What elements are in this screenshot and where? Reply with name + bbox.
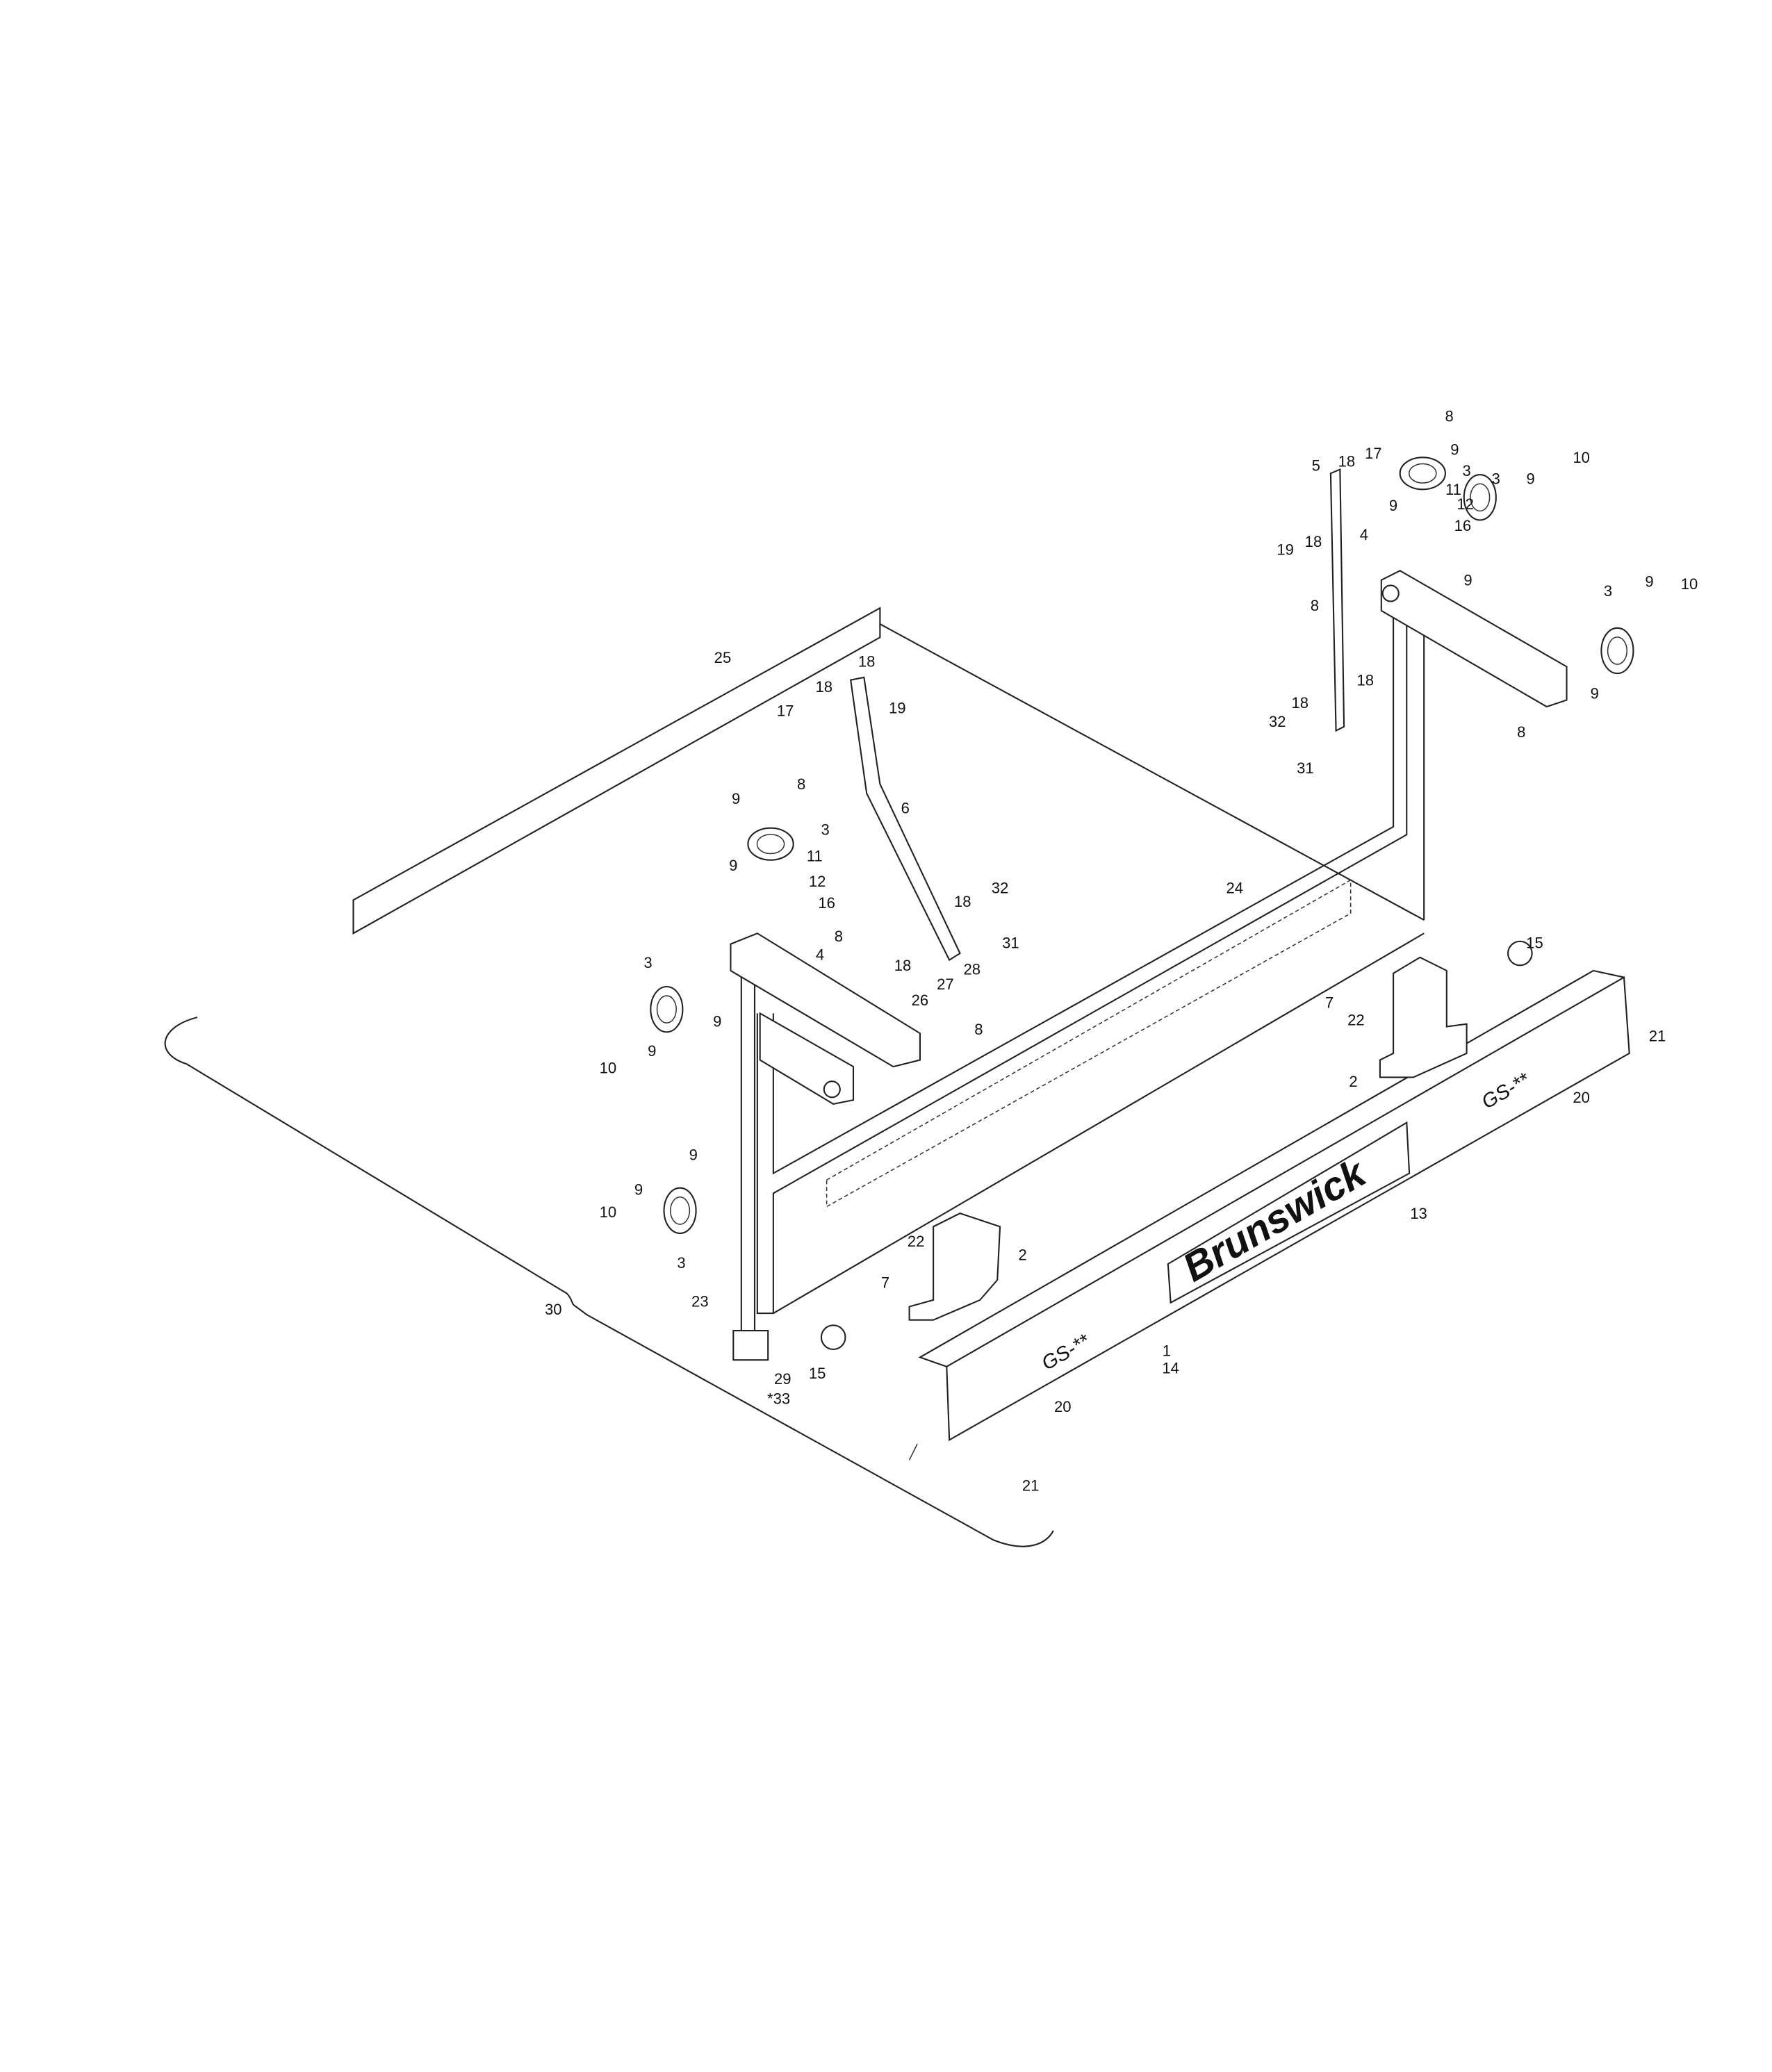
- callout-8: 8: [835, 928, 843, 945]
- callout-15: 15: [809, 1365, 826, 1382]
- callout-25: 25: [714, 649, 732, 666]
- callout-7: 7: [881, 1274, 889, 1292]
- callout-9: 9: [1389, 497, 1397, 514]
- callout-10: 10: [600, 1203, 617, 1221]
- callout-19: 19: [889, 700, 906, 717]
- callout-22: 22: [1347, 1012, 1365, 1029]
- callout-3: 3: [821, 821, 830, 838]
- callout-9: 9: [648, 1042, 656, 1060]
- panel-25: [352, 607, 881, 935]
- callout-31: 31: [1002, 934, 1019, 951]
- callout-3: 3: [643, 954, 652, 971]
- callout-21: 21: [1649, 1028, 1666, 1045]
- callout-9: 9: [634, 1181, 643, 1198]
- wheels: [650, 457, 1634, 1235]
- callout-8: 8: [1311, 597, 1319, 614]
- callout-19: 19: [1277, 541, 1294, 558]
- callout-23: 23: [691, 1293, 709, 1310]
- callout-9: 9: [1591, 685, 1599, 702]
- callout-4: 4: [1360, 526, 1368, 543]
- callout-21: 21: [1022, 1477, 1040, 1494]
- wheel-icon: [1463, 474, 1497, 521]
- callout-9: 9: [713, 1013, 721, 1030]
- callout-18: 18: [954, 893, 971, 910]
- wheel-icon: [663, 1187, 697, 1235]
- callout-3: 3: [1462, 462, 1470, 479]
- callout-16: 16: [1454, 517, 1472, 534]
- callout-9: 9: [1463, 571, 1472, 589]
- callout-10: 10: [1573, 449, 1590, 466]
- wheel-icon: [747, 827, 794, 861]
- callout-8: 8: [1445, 407, 1454, 425]
- callout-3: 3: [1604, 582, 1612, 600]
- callout-9: 9: [732, 790, 740, 807]
- callout-24: 24: [1226, 880, 1243, 897]
- callout-8: 8: [797, 775, 805, 793]
- callout-20: 20: [1054, 1398, 1072, 1415]
- callout-11: 11: [807, 848, 823, 865]
- callout-1: 1: [1163, 1342, 1171, 1359]
- callout-10: 10: [1681, 575, 1698, 593]
- callout-14: 14: [1162, 1359, 1179, 1376]
- callout-2: 2: [1349, 1073, 1357, 1090]
- base-outline-30: [164, 623, 1425, 1547]
- callout-11: 11: [1445, 481, 1461, 498]
- callout-9: 9: [1450, 441, 1459, 458]
- callout-18: 18: [1305, 533, 1322, 550]
- callout-6: 6: [901, 800, 910, 817]
- callout-7: 7: [1325, 994, 1334, 1012]
- callout-13: 13: [1410, 1205, 1427, 1222]
- brunswick-decal: [1167, 1121, 1411, 1304]
- callout-9: 9: [1645, 573, 1653, 590]
- callout-2: 2: [1019, 1246, 1027, 1263]
- callout-9: 9: [729, 857, 737, 874]
- callout-17: 17: [1365, 445, 1382, 462]
- callout-30: 30: [545, 1301, 562, 1318]
- callout-16: 16: [818, 894, 835, 912]
- wheel-icon: [1399, 457, 1446, 491]
- callout-8: 8: [974, 1021, 983, 1038]
- callout-20: 20: [1573, 1089, 1590, 1106]
- callout-18: 18: [858, 653, 876, 671]
- wheel-icon: [1600, 627, 1634, 675]
- wheel-icon: [650, 985, 684, 1033]
- callout-12: 12: [1457, 495, 1474, 513]
- callout-12: 12: [809, 873, 826, 890]
- callout-31: 31: [1297, 759, 1314, 777]
- callout-32: 32: [1269, 713, 1286, 730]
- callout-17: 17: [777, 702, 794, 720]
- callout-22: 22: [908, 1233, 925, 1250]
- callout-27: 27: [937, 976, 954, 993]
- callout-28: 28: [963, 961, 981, 978]
- callout-18: 18: [816, 678, 833, 696]
- callout-18: 18: [1338, 453, 1356, 470]
- callout-9: 9: [689, 1146, 698, 1163]
- callout-9: 9: [1527, 470, 1535, 488]
- callout-star-33: *33: [767, 1390, 790, 1408]
- callout-3: 3: [677, 1254, 685, 1272]
- main-frame: [730, 468, 1568, 1334]
- callout-29: 29: [774, 1370, 791, 1388]
- callout-4: 4: [816, 946, 824, 964]
- callout-15: 15: [1526, 934, 1543, 951]
- callout-5: 5: [1312, 457, 1320, 474]
- callout-3: 3: [1492, 470, 1500, 488]
- callout-18: 18: [1357, 671, 1375, 689]
- callout-18: 18: [894, 957, 912, 974]
- callout-26: 26: [912, 992, 929, 1009]
- callout-32: 32: [992, 880, 1009, 897]
- callout-10: 10: [600, 1060, 617, 1077]
- callout-18: 18: [1292, 694, 1309, 712]
- callout-8: 8: [1517, 723, 1525, 741]
